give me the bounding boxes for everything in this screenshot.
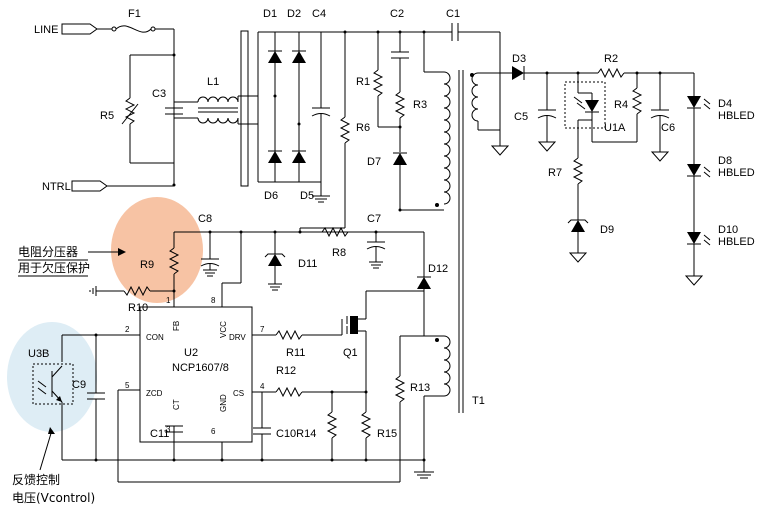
- pin-zcd: ZCD: [146, 389, 163, 398]
- diode-d2: [292, 50, 306, 63]
- fuse-f1: [111, 25, 156, 33]
- d1-label: D1: [263, 8, 277, 20]
- line-terminal: [61, 23, 98, 35]
- d10-label: D10: [718, 224, 738, 236]
- r11-label: R11: [286, 347, 305, 359]
- divider-annotation-line2: 用于欠压保护: [18, 260, 90, 275]
- u3b-label: U3B: [28, 348, 49, 360]
- ic-ref: U2: [184, 347, 198, 359]
- pin-vcc: VCC: [219, 321, 228, 338]
- led-d10: [687, 232, 711, 246]
- r9-label: R9: [140, 259, 154, 271]
- pin-fb: FB: [172, 321, 181, 331]
- r7-label: R7: [548, 167, 562, 179]
- c1-label: C1: [446, 8, 460, 20]
- pin-drv: DRV: [229, 333, 246, 342]
- r4-label: R4: [614, 99, 628, 111]
- feedback-annotation-line2: 电压(Vcontrol): [12, 491, 95, 505]
- c10r14-label: C10R14: [276, 428, 316, 440]
- q1-label: Q1: [343, 347, 358, 359]
- diode-d5: [292, 150, 306, 163]
- pin-num-5: 5: [125, 381, 130, 390]
- r1-label: R1: [356, 76, 370, 88]
- r10-label: R10: [128, 302, 148, 314]
- pin-num-4: 4: [260, 382, 265, 391]
- r8-label: R8: [332, 247, 346, 259]
- d4-type: HBLED: [718, 110, 755, 122]
- ntrl-terminal: [71, 180, 108, 192]
- r2-label: R2: [604, 53, 618, 65]
- ic-u2: [139, 306, 253, 443]
- c6-label: C6: [661, 122, 675, 134]
- u1a-label: U1A: [604, 122, 626, 134]
- pin-num-1: 1: [166, 296, 171, 305]
- ic-part: NCP1607/8: [172, 362, 229, 374]
- d2-label: D2: [287, 8, 301, 20]
- feedback-annotation-line1: 反馈控制: [12, 473, 60, 487]
- r5-label: R5: [100, 110, 114, 122]
- f1-label: F1: [128, 8, 141, 20]
- r12-label: R12: [276, 365, 296, 377]
- led-d4: [687, 96, 711, 110]
- c8-label: C8: [198, 213, 212, 225]
- pin-num-6: 6: [211, 427, 216, 436]
- l1-label: L1: [207, 76, 219, 88]
- ntrl-label: NTRL: [42, 181, 71, 193]
- r6-label: R6: [356, 122, 370, 134]
- l1-core: [240, 30, 249, 187]
- d11-label: D11: [298, 258, 317, 270]
- pin-num-8: 8: [211, 296, 216, 305]
- pin-gnd: GND: [219, 394, 228, 412]
- d10-type: HBLED: [718, 236, 755, 248]
- r3-label: R3: [413, 99, 427, 111]
- d4-label: D4: [718, 98, 732, 110]
- r13-label: R13: [410, 382, 430, 394]
- d5-label: D5: [300, 190, 314, 202]
- pin-con: CON: [146, 333, 164, 342]
- diode-d6: [268, 150, 282, 163]
- pin-num-7: 7: [260, 325, 265, 334]
- c11-label: C11: [150, 428, 169, 440]
- c5-label: C5: [514, 111, 528, 123]
- pin-cs: CS: [233, 389, 244, 398]
- d8-label: D8: [718, 155, 732, 167]
- d12-label: D12: [428, 263, 448, 275]
- optocoupler-u3b: [32, 363, 74, 405]
- c2-label: C2: [390, 8, 404, 20]
- divider-annotation-line1: 电阻分压器: [18, 245, 78, 259]
- c3-label: C3: [152, 88, 166, 100]
- r9-highlight: [111, 197, 203, 303]
- optocoupler-u1a: [564, 81, 606, 129]
- r15-label: R15: [377, 428, 397, 440]
- diode-d1: [268, 50, 282, 63]
- t1-label: T1: [472, 395, 485, 407]
- c9-label: C9: [72, 379, 86, 391]
- d8-type: HBLED: [718, 167, 755, 179]
- led-d8: [687, 164, 711, 178]
- c4-label: C4: [312, 8, 326, 20]
- c7-label: C7: [367, 213, 381, 225]
- d7-label: D7: [367, 156, 381, 168]
- d3-label: D3: [512, 53, 526, 65]
- d9-label: D9: [600, 224, 614, 236]
- line-label: LINE: [34, 24, 58, 36]
- d6-label: D6: [264, 190, 278, 202]
- pin-ct: CT: [172, 399, 181, 410]
- pin-num-3: 3: [166, 425, 171, 434]
- pin-num-2: 2: [125, 325, 130, 334]
